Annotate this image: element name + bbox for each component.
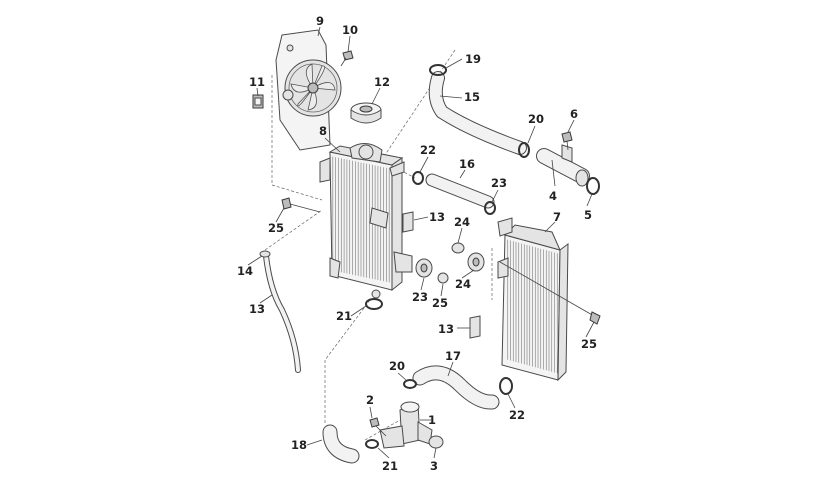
- grommet-part-23-right: [467, 252, 485, 272]
- hose-part-16: [428, 71, 527, 155]
- fan-shroud-part-9: [275, 29, 342, 151]
- callout-20-top: 19: [465, 52, 481, 66]
- callout-4: 4: [549, 189, 557, 203]
- clamp-part-22-upper: [412, 171, 424, 185]
- clamp-part-20-right: [518, 142, 530, 158]
- pump-fitting-part-1: [379, 401, 433, 449]
- callout-23-left: 23: [412, 290, 428, 304]
- callout-18: 17: [445, 349, 461, 363]
- callout-22-lower: 23: [491, 176, 507, 190]
- bolt-part-10: [340, 50, 354, 67]
- clamp-part-22-lower: [484, 201, 496, 215]
- assembly-guide-lines: [264, 49, 493, 441]
- overflow-hose-part-14: [263, 253, 301, 373]
- callout-19: 18: [291, 438, 307, 452]
- callout-20-bottom: 20: [389, 359, 405, 373]
- clamp-part-21-middle: [365, 298, 383, 310]
- callout-1: 1: [428, 413, 436, 427]
- callout-17: 16: [459, 157, 475, 171]
- bolt-part-2: [369, 417, 387, 437]
- callout-13-lower: 13: [438, 322, 454, 336]
- callout-22-upper: 22: [420, 143, 436, 157]
- callout-15: 14: [237, 264, 253, 278]
- o-ring-part-5: [586, 177, 600, 195]
- grommet-part-23-left: [415, 258, 433, 278]
- hose-part-18: [412, 365, 500, 410]
- callout-3: 3: [430, 459, 438, 473]
- callout-21-right: 22: [509, 408, 525, 422]
- callout-10: 10: [342, 23, 358, 37]
- callout-16: 15: [464, 90, 480, 104]
- hose-part-19: [322, 424, 360, 464]
- clamp-part-21-bottom-left: [365, 439, 379, 449]
- bolt-part-6: [561, 131, 573, 151]
- callout-8: 8: [319, 124, 327, 138]
- leader-lines: [247, 26, 595, 459]
- callout-11: 11: [249, 75, 265, 89]
- callout-24-upper: 24: [454, 215, 470, 229]
- callout-14: 13: [249, 302, 265, 316]
- clamp-part-20-top: [429, 64, 447, 76]
- callout-9: 9: [316, 14, 324, 28]
- callout-23-right: 24: [455, 277, 471, 291]
- foam-strip-part-13-lower: [469, 315, 481, 339]
- left-radiator-part-8: [319, 143, 413, 299]
- callout-13-upper: 13: [429, 210, 445, 224]
- callout-20-right: 20: [528, 112, 544, 126]
- callout-labels: 9 10 11 12 8 19 15 20 6 4 5 22 16 23 7 1…: [237, 14, 597, 473]
- clamp-part-21-right: [499, 377, 513, 395]
- right-radiator-part-7: [497, 217, 569, 382]
- callout-25-right: 25: [581, 337, 597, 351]
- callout-2: 2: [366, 393, 374, 407]
- callout-21-bottom: 21: [382, 459, 398, 473]
- collar-part-24-upper: [451, 242, 465, 254]
- callout-21-middle: 21: [336, 309, 352, 323]
- radiator-cap-part-12: [350, 102, 382, 124]
- thermostat-housing-part-4: [536, 144, 590, 187]
- clamp-part-20-bottom: [403, 379, 417, 389]
- callout-6: 6: [570, 107, 578, 121]
- callout-12: 12: [374, 75, 390, 89]
- bolt-part-25-right: [499, 261, 601, 325]
- callout-7: 7: [553, 210, 561, 224]
- clamp-part-15: [259, 250, 271, 258]
- plug-part-3: [428, 435, 444, 449]
- collar-part-24-lower: [437, 272, 449, 284]
- clip-part-11: [252, 94, 264, 109]
- callout-5: 5: [584, 208, 592, 222]
- hose-part-17: [425, 173, 495, 209]
- foam-strip-part-13-upper: [402, 211, 414, 233]
- callout-24-lower: 25: [432, 296, 448, 310]
- bolt-part-25-left: [281, 197, 321, 213]
- callout-25-left: 25: [268, 221, 284, 235]
